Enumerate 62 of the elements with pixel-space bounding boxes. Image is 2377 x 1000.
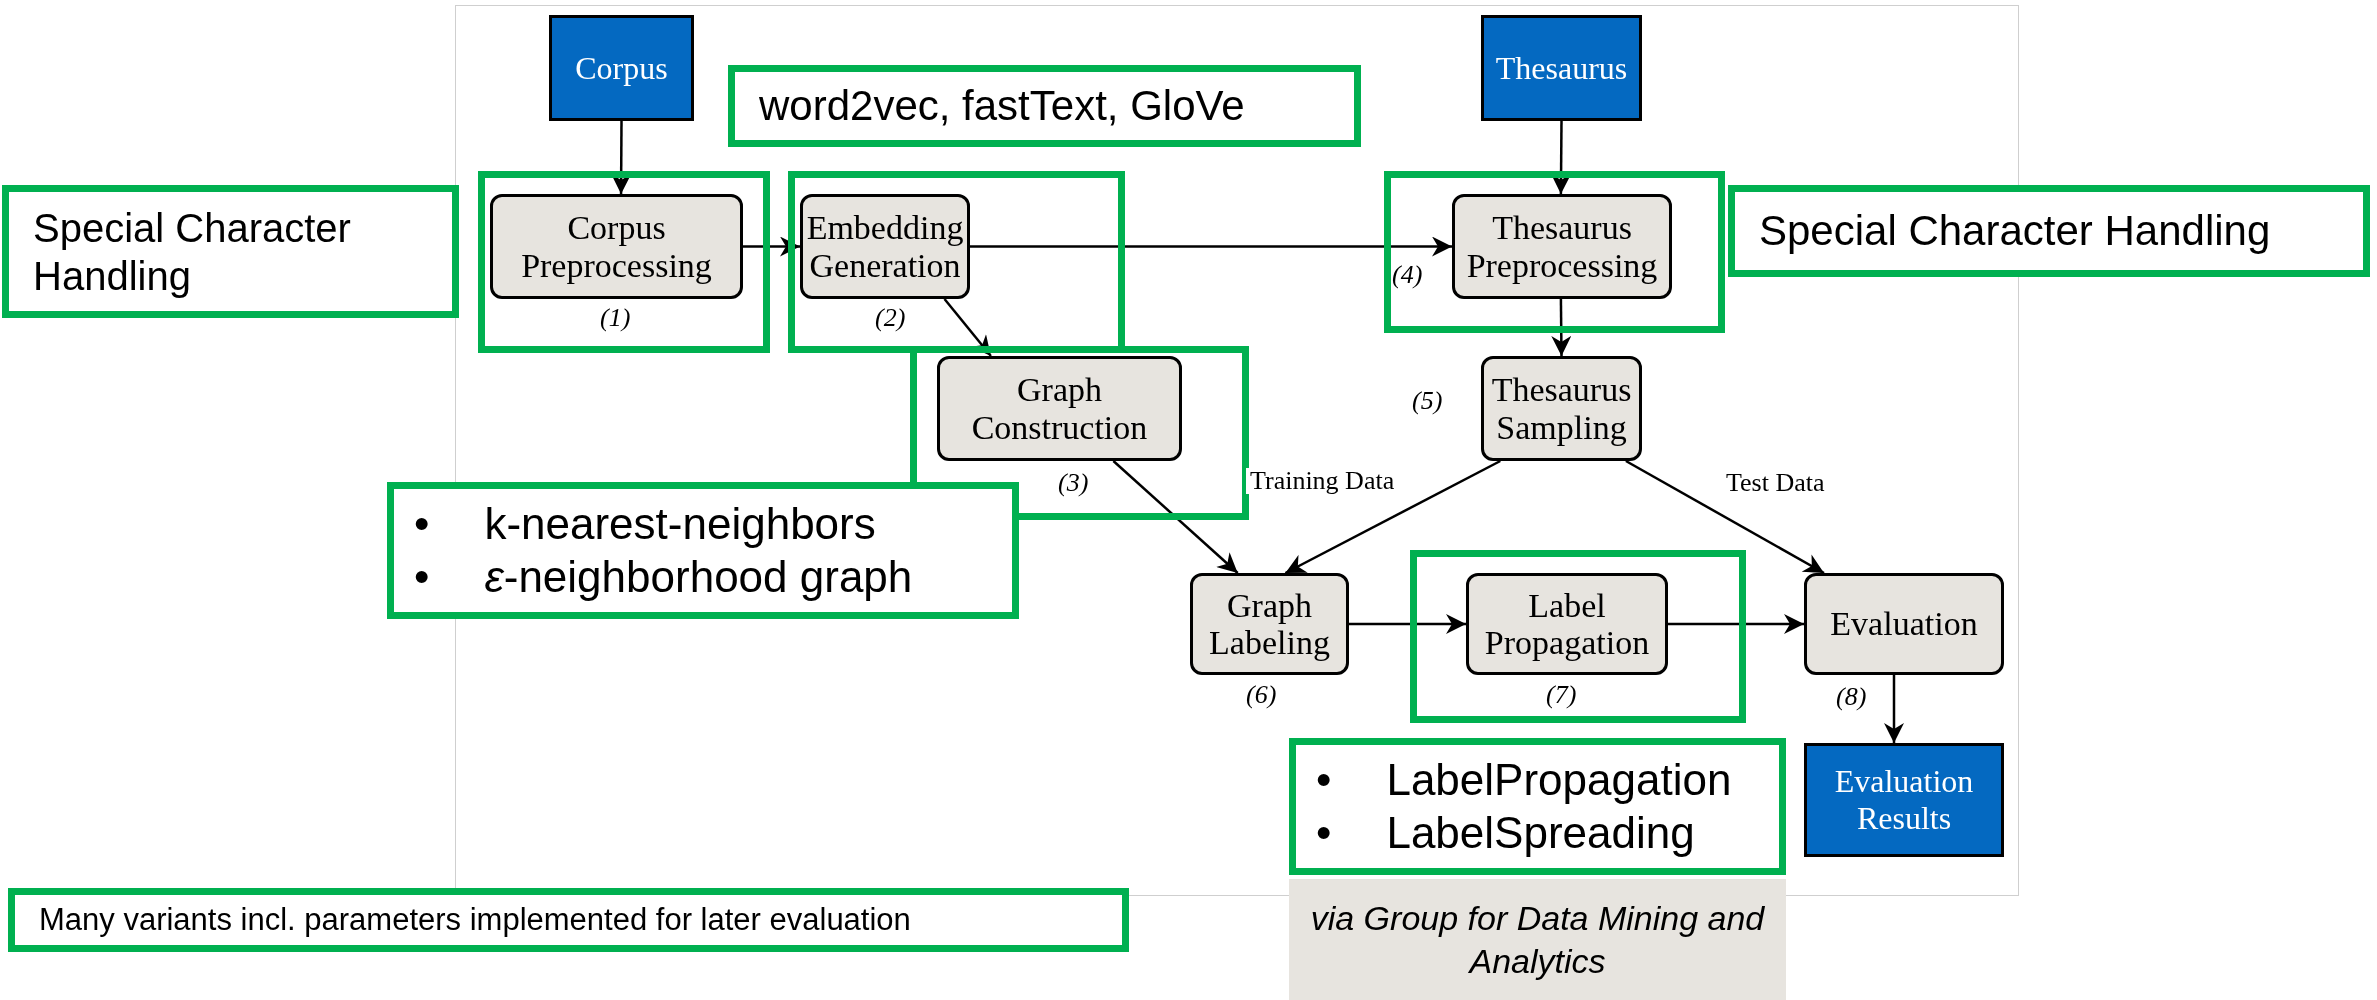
step-number: (6) xyxy=(1246,682,1277,708)
node-text: Embedding Generation xyxy=(805,209,965,284)
node-text: Thesaurus Preprocessing xyxy=(1465,209,1659,284)
note-box xyxy=(1289,738,1786,875)
arrow xyxy=(1112,460,1239,574)
process-box xyxy=(1804,573,2004,675)
process-box xyxy=(1481,356,1642,461)
bullet-text: LabelPropagation xyxy=(1386,753,1732,806)
process-box xyxy=(1466,573,1668,675)
note-box xyxy=(728,65,1361,147)
arrow xyxy=(611,121,632,194)
node-text: Corpus Preprocessing xyxy=(520,209,713,284)
note-box xyxy=(8,888,1129,952)
step-number: (8) xyxy=(1836,684,1867,710)
note-box xyxy=(1728,185,2370,277)
bullet: • xyxy=(1316,806,1332,859)
step-number: (7) xyxy=(1546,682,1577,708)
note-box xyxy=(387,482,1019,619)
input-box xyxy=(1804,743,2004,857)
node-text: Evaluation xyxy=(1829,605,1979,643)
process-box xyxy=(937,356,1182,461)
arrow xyxy=(1551,121,1572,194)
bullet: • xyxy=(414,497,430,550)
bullet-text: LabelSpreading xyxy=(1386,806,1696,859)
node-text: Graph Construction xyxy=(970,371,1149,446)
source-box xyxy=(1289,879,1786,1000)
arrow xyxy=(1349,614,1466,634)
bullet-text: ε-neighborhood graph xyxy=(484,550,913,603)
arrow xyxy=(1625,459,1825,575)
process-box xyxy=(800,194,970,299)
arrow xyxy=(970,236,1452,257)
process-box xyxy=(490,194,743,299)
node-text: Many variants incl. parameters implemented for later evaluation xyxy=(38,901,911,939)
node-text: Corpus xyxy=(574,49,669,87)
arrow xyxy=(1668,614,1804,634)
input-box xyxy=(549,15,694,121)
step-number: (1) xyxy=(600,305,631,331)
node-text: Evaluation Results xyxy=(1833,763,1975,837)
step-number: (5) xyxy=(1412,388,1443,414)
node-text: Thesaurus Sampling xyxy=(1490,371,1633,446)
node-text: Special Character Handling xyxy=(32,204,352,300)
note-box xyxy=(2,185,459,318)
arrow xyxy=(743,236,800,257)
bullet: • xyxy=(414,550,430,603)
node-text: via Group for Data Mining and Analytics xyxy=(1309,898,1766,982)
step-number: (3) xyxy=(1058,470,1089,496)
bullet: • xyxy=(1316,753,1332,806)
arrow xyxy=(1551,299,1572,356)
node-text: Graph Labeling xyxy=(1208,586,1331,662)
step-number: (4) xyxy=(1392,262,1423,288)
node-text: Label Propagation xyxy=(1483,586,1651,662)
process-box xyxy=(1190,573,1349,675)
input-box xyxy=(1481,15,1642,121)
arrow xyxy=(1284,459,1501,575)
arrow xyxy=(1884,675,1904,743)
node-text: Thesaurus xyxy=(1494,49,1629,87)
process-box xyxy=(1452,194,1672,299)
arrow xyxy=(943,298,992,357)
node-text: word2vec, fastText, GloVe xyxy=(758,80,1245,131)
node-text: Special Character Handling xyxy=(1758,205,2271,256)
bullet-text: k-nearest-neighbors xyxy=(484,497,877,550)
step-number: (2) xyxy=(875,305,906,331)
